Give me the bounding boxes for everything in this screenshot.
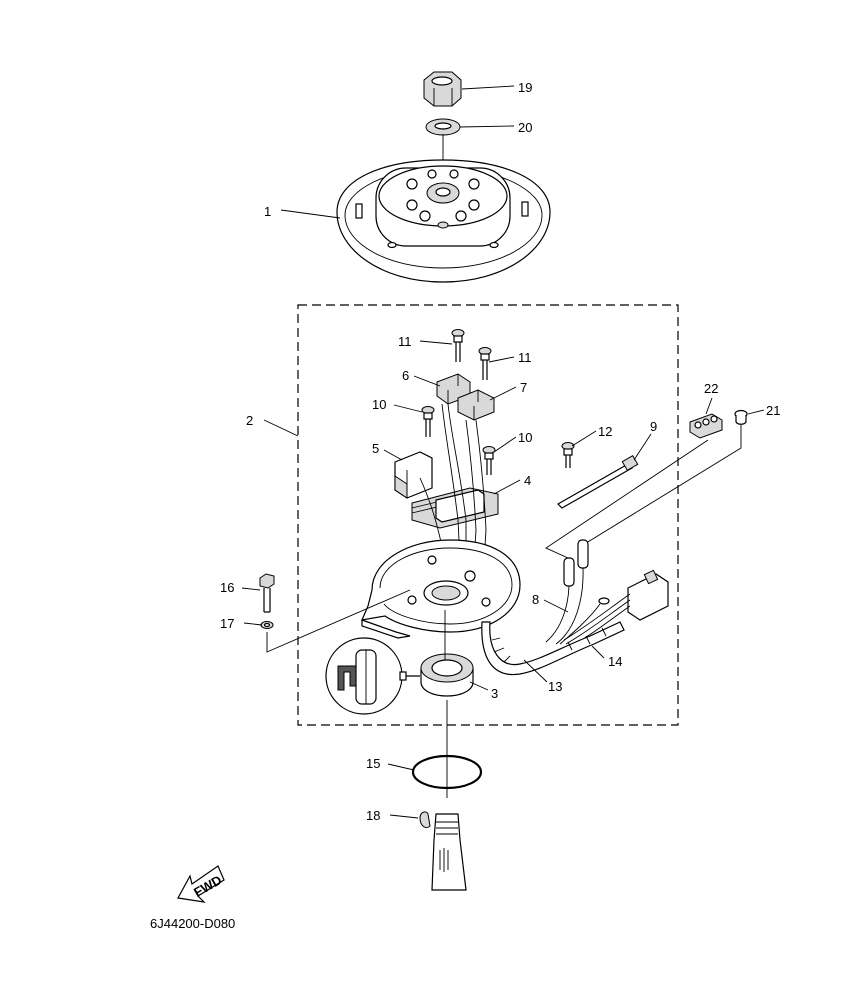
part-11-screw-right xyxy=(478,347,492,380)
part-5-coil xyxy=(394,451,433,499)
part-11-screw-left xyxy=(451,329,465,362)
part-2-assembly-boundary xyxy=(297,304,679,726)
part-19-hex-nut xyxy=(423,71,462,107)
part-1-flywheel xyxy=(336,159,551,283)
part-12-screw xyxy=(561,442,575,468)
callout-3: 3 xyxy=(491,686,498,701)
part-22-holder xyxy=(689,413,723,439)
part-4-charge-coil xyxy=(411,487,499,529)
callout-13: 13 xyxy=(548,679,562,694)
part-10-screw-right xyxy=(482,446,496,475)
stator-base-plate xyxy=(361,539,521,639)
part-3-oil-seal xyxy=(420,653,474,697)
callout-4: 4 xyxy=(524,473,531,488)
callout-2: 2 xyxy=(246,413,253,428)
callout-6: 6 xyxy=(402,368,409,383)
callout-11-right: 11 xyxy=(518,350,532,365)
crankshaft-end xyxy=(431,813,467,891)
callout-7: 7 xyxy=(520,380,527,395)
callout-20: 20 xyxy=(518,120,532,135)
drawing-code: 6J44200-D080 xyxy=(150,916,235,931)
callout-14: 14 xyxy=(608,654,622,669)
callout-10-right: 10 xyxy=(518,430,532,445)
part-10-screw-left xyxy=(421,406,435,437)
fwd-arrow-icon: FWD xyxy=(177,865,225,903)
part-8-lead-wire xyxy=(545,539,610,645)
part-9-tie-band xyxy=(557,454,639,509)
part-16-bolt xyxy=(259,573,275,613)
callout-21: 21 xyxy=(766,403,780,418)
callout-18: 18 xyxy=(366,808,380,823)
part-21-plug xyxy=(734,409,748,425)
part-17-washer xyxy=(260,621,274,629)
callout-10-left: 10 xyxy=(372,397,386,412)
callout-numbers: 19 20 1 2 11 11 6 7 10 10 5 12 9 22 21 4… xyxy=(220,80,780,823)
callout-17: 17 xyxy=(220,616,234,631)
callout-19: 19 xyxy=(518,80,532,95)
part-14-connector xyxy=(563,569,669,649)
callout-8: 8 xyxy=(532,592,539,607)
part-18-woodruff-key xyxy=(419,811,431,829)
callout-22: 22 xyxy=(704,381,718,396)
part-7-pulser-coil xyxy=(457,389,495,421)
callout-1: 1 xyxy=(264,204,271,219)
part-20-washer xyxy=(425,118,461,136)
callout-5: 5 xyxy=(372,441,379,456)
callout-16: 16 xyxy=(220,580,234,595)
callout-9: 9 xyxy=(650,419,657,434)
harness-tube xyxy=(481,621,625,676)
callout-15: 15 xyxy=(366,756,380,771)
seal-detail-inset xyxy=(325,637,420,715)
wire-bundle xyxy=(419,403,487,563)
leader-lines xyxy=(241,85,765,819)
callout-11-left: 11 xyxy=(398,334,412,349)
callout-12: 12 xyxy=(598,424,612,439)
